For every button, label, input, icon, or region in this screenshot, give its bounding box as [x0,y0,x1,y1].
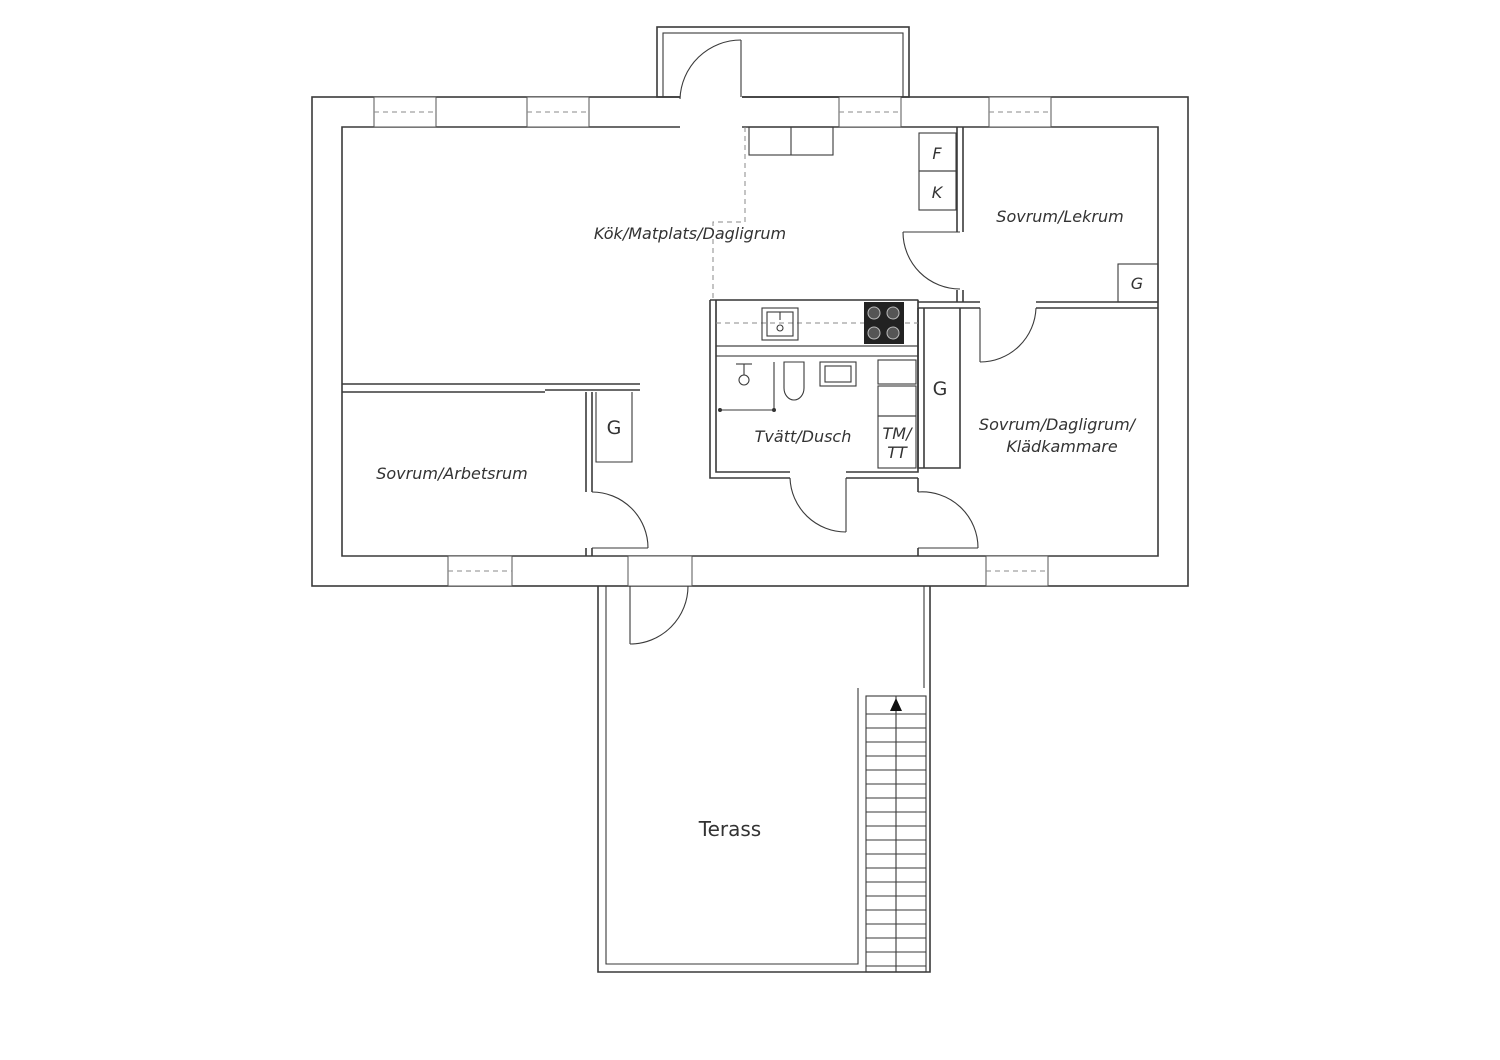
closet-small-label: G [1131,274,1143,293]
closet-hall: G [933,378,948,400]
up-arrow-icon [890,698,902,711]
room-label-bedroom-living-2: Klädkammare [1006,437,1118,456]
closet-office-label: G [607,417,622,439]
closet-office: G [595,392,633,463]
tm-label-1: TM/ [883,424,914,443]
fridge-label: F [932,144,942,163]
room-label-terrace: Terass [698,817,761,841]
balcony [656,26,910,98]
fridge-freezer: F K [918,132,957,211]
top-windows [373,96,1052,128]
interior-doors [591,231,1037,645]
stairs [865,695,927,973]
room-label-kitchen: Kök/Matplats/Dagligrum [594,224,786,243]
kitchen-upper-counter [712,126,834,300]
freezer-label: K [932,183,944,202]
kitchen-counter [715,299,919,347]
room-label-bedroom-living-1: Sovrum/Dagligrum/ [979,415,1137,434]
terrace [597,586,931,973]
interior-walls [342,127,1158,556]
bottom-windows [447,555,1049,587]
closet-hall-label: G [933,378,948,400]
closet-small: G [1117,263,1159,303]
tm-label-2: TT [887,443,908,462]
room-label-laundry-shower: Tvätt/Dusch [755,427,852,446]
room-label-bedroom-play: Sovrum/Lekrum [996,207,1123,226]
room-label-bedroom-office: Sovrum/Arbetsrum [376,464,528,483]
exterior-walls [311,96,1189,587]
bathroom-fixtures: TM/ TT [715,345,919,469]
balcony-door [679,39,742,129]
